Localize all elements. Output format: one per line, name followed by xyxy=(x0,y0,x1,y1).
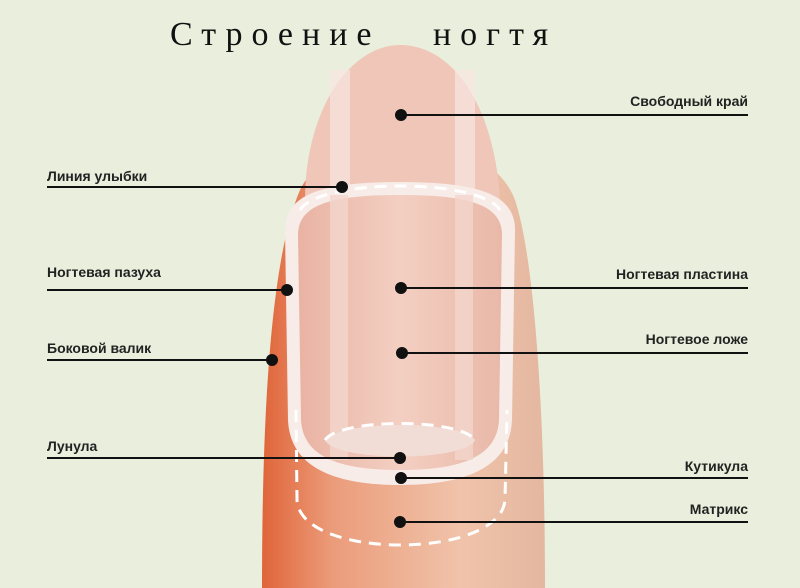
label-matrix: Матрикс xyxy=(689,501,748,517)
diagram-title: Строение ногтя xyxy=(170,16,558,53)
label-lunula: Лунула xyxy=(47,438,98,454)
label-smile-line: Линия улыбки xyxy=(47,168,148,184)
label-nail-sinus: Ногтевая пазуха xyxy=(47,264,161,280)
label-nail-plate: Ногтевая пластина xyxy=(615,266,748,282)
free-edge-shape xyxy=(305,45,500,200)
matrix-dashed xyxy=(294,409,509,547)
label-cuticle: Кутикула xyxy=(684,458,748,474)
label-lateral-fold: Боковой валик xyxy=(47,340,152,356)
label-nail-bed: Ногтевое ложе xyxy=(645,331,748,347)
label-free-edge: Свободный край xyxy=(630,93,748,109)
lunula-shape xyxy=(325,425,475,457)
smile-line-dashed xyxy=(298,184,502,211)
